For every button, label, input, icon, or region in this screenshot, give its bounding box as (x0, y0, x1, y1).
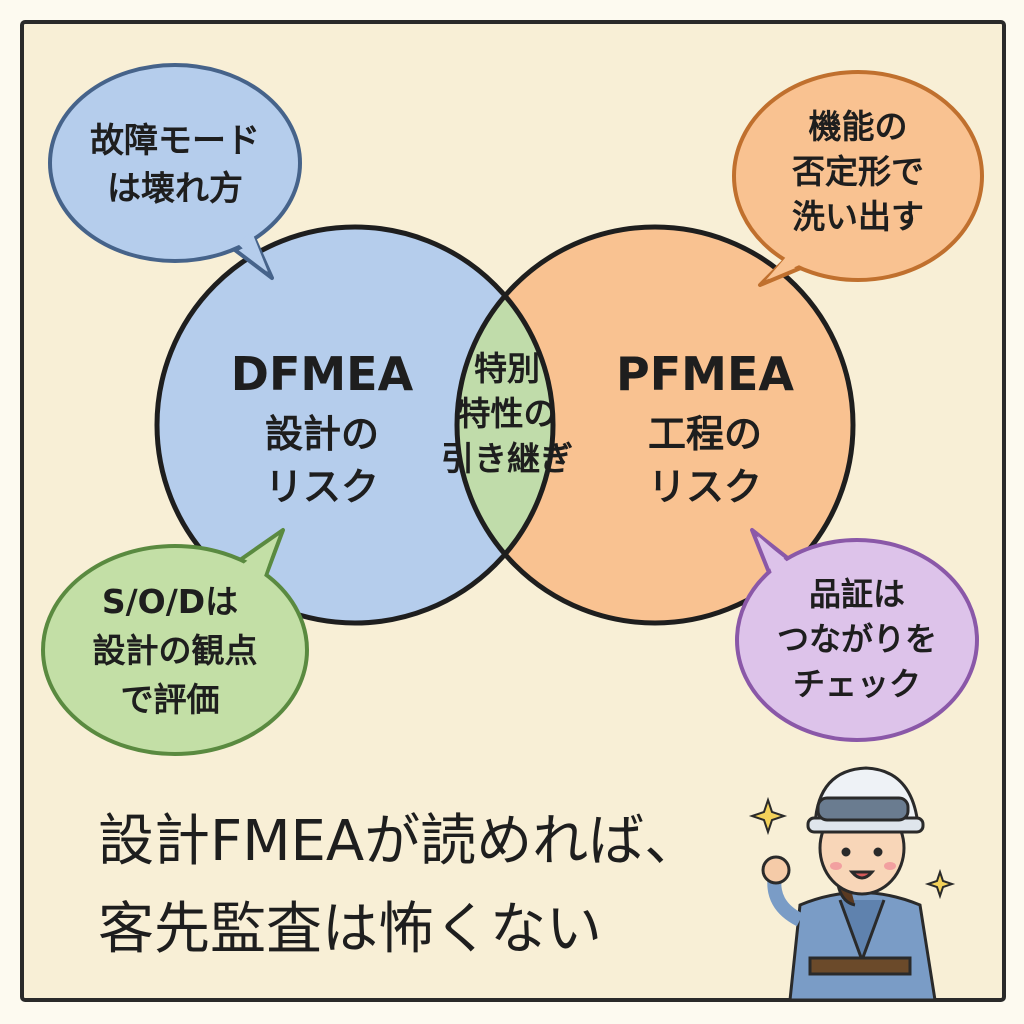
venn-diagram: DFMEA 設計の リスク 特別 特性の 引き継ぎ PFMEA 工程の リスク (154, 224, 856, 626)
bubble-top-left-line-1: 故障モード (90, 121, 260, 161)
bubble-top-right: 機能の 否定形で 洗い出す (732, 70, 984, 287)
dfmea-title: DFMEA (231, 347, 414, 401)
bubble-bottom-right-line-3: チェック (793, 665, 921, 703)
bubble-bottom-left-line-2: 設計の観点 (93, 631, 258, 670)
pfmea-circle (457, 227, 853, 623)
caption-line-1: 設計FMEAが読めれば、 (98, 809, 700, 874)
bubble-top-left: 故障モード は壊れ方 (48, 63, 302, 280)
sparkle-icon (748, 796, 788, 836)
bubble-bottom-left-line-1: S/O/Dは (102, 582, 238, 621)
bubble-bottom-right-line-2: つながりを (777, 620, 937, 658)
overlap-line-3: 引き継ぎ (441, 439, 573, 478)
pfmea-line-1: 工程の (648, 412, 762, 456)
bubble-top-left-line-2: は壊れ方 (107, 169, 243, 209)
bubble-bottom-left-line-3: で評価 (121, 680, 220, 719)
overlap-line-1: 特別 (474, 349, 540, 388)
dfmea-line-2: リスク (265, 465, 379, 509)
pfmea-title: PFMEA (616, 347, 794, 401)
bubble-top-right-line-2: 否定形で (792, 152, 924, 191)
worker-character-illustration (761, 766, 937, 1002)
bubble-bottom-right: 品証は つながりを チェック (735, 528, 979, 742)
bubble-bottom-right-line-1: 品証は (809, 575, 905, 613)
caption-line-2: 客先監査は怖くない (98, 897, 602, 962)
dfmea-line-1: 設計の (265, 412, 379, 456)
bubble-top-right-line-3: 洗い出す (792, 197, 924, 236)
pfmea-line-2: リスク (648, 465, 762, 509)
sparkle-icon (924, 868, 956, 900)
bubble-bottom-left: S/O/Dは 設計の観点 で評価 (41, 528, 309, 756)
overlap-line-2: 特性の (458, 394, 557, 433)
dfmea-circle (157, 227, 553, 623)
bubble-top-right-line-1: 機能の (809, 107, 908, 146)
